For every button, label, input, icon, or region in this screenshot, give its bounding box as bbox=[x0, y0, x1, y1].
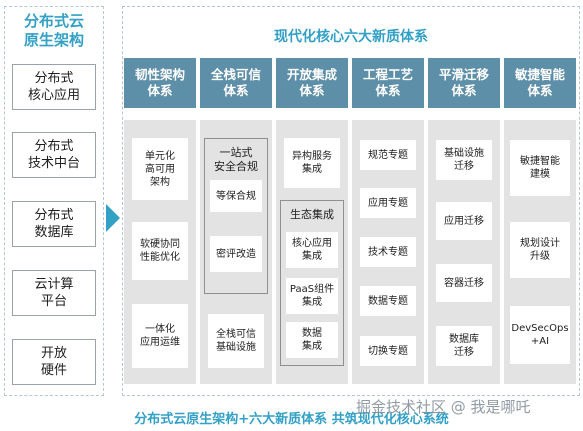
item-devsecops-ai: DevSecOps+AI bbox=[510, 306, 570, 364]
column-header-migration: 平滑迁移体系 bbox=[428, 58, 500, 108]
left-item-core-app: 分布式核心应用 bbox=[12, 64, 96, 110]
left-item-cloud-platform: 云计算平台 bbox=[12, 270, 96, 316]
item-integrated-ops: 一体化应用运维 bbox=[132, 304, 188, 368]
item-crypto-assessment: 密评改造 bbox=[210, 236, 262, 272]
left-item-database: 分布式数据库 bbox=[12, 201, 96, 247]
watermark: 掘金技术社区 @ 我是哪吒 bbox=[356, 398, 531, 416]
column-header-resilient: 韧性架构体系 bbox=[124, 58, 196, 108]
item-core-app-integration: 核心应用集成 bbox=[286, 232, 338, 268]
item-paas-integration: PaaS组件集成 bbox=[286, 278, 338, 314]
group-security-compliance-title: 一站式安全合规 bbox=[214, 146, 258, 173]
left-panel-title: 分布式云 原生架构 bbox=[23, 12, 84, 49]
left-item-tech-platform: 分布式技术中台 bbox=[12, 132, 96, 178]
item-data-topic: 数据专题 bbox=[360, 286, 416, 316]
footer-caption: 分布式云原生架构+六大新质体系 共筑现代化核心系统 bbox=[134, 412, 449, 427]
item-switch-topic: 切换专题 bbox=[360, 336, 416, 366]
item-planning-upgrade: 规划设计升级 bbox=[510, 222, 570, 278]
item-spec-topic: 规范专题 bbox=[360, 140, 416, 170]
item-data-integration: 数据集成 bbox=[286, 322, 338, 358]
right-panel bbox=[122, 6, 580, 396]
column-header-integration: 开放集成体系 bbox=[276, 58, 348, 108]
item-trusted-infrastructure: 全栈可信基础设施 bbox=[208, 314, 264, 368]
item-app-topic: 应用专题 bbox=[360, 188, 416, 218]
group-ecosystem-integration-title: 生态集成 bbox=[290, 208, 334, 221]
item-tech-topic: 技术专题 bbox=[360, 237, 416, 267]
item-level-protection: 等保合规 bbox=[210, 180, 262, 212]
item-hw-sw-optimization: 软硬协同性能优化 bbox=[132, 222, 188, 280]
item-agile-modeling: 敏捷智能建模 bbox=[510, 140, 570, 196]
column-header-agile: 敏捷智能体系 bbox=[504, 58, 576, 108]
left-panel bbox=[4, 6, 104, 396]
item-unitized-ha: 单元化高可用架构 bbox=[132, 138, 188, 200]
column-header-engineering: 工程工艺体系 bbox=[352, 58, 424, 108]
item-database-migration: 数据库迁移 bbox=[436, 326, 492, 366]
item-container-migration: 容器迁移 bbox=[436, 264, 492, 302]
arrow-right-icon bbox=[106, 204, 120, 232]
main-title: 现代化核心六大新质体系 bbox=[274, 29, 428, 45]
left-item-open-hardware: 开放硬件 bbox=[12, 339, 96, 385]
item-app-migration: 应用迁移 bbox=[436, 202, 492, 240]
item-heterogeneous-services: 异构服务集成 bbox=[284, 138, 340, 188]
column-header-trusted: 全栈可信体系 bbox=[200, 58, 272, 108]
item-infra-migration: 基础设施迁移 bbox=[436, 140, 492, 180]
